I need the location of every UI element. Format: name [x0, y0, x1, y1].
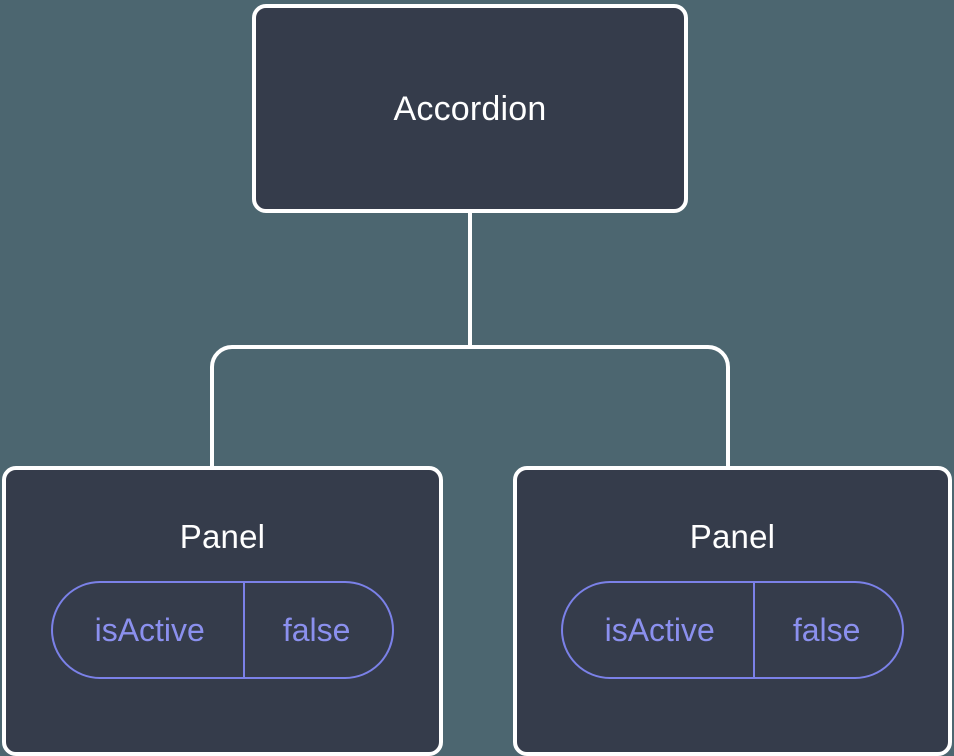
component-tree-diagram: Accordion Panel isActive false Panel isA…	[2, 4, 952, 756]
node-panel-2[interactable]: Panel isActive false	[513, 466, 952, 756]
node-panel-1-label: Panel	[179, 518, 266, 555]
node-accordion[interactable]: Accordion	[252, 4, 688, 213]
node-panel-2-props: isActive false	[517, 581, 948, 679]
node-accordion-label: Accordion	[393, 89, 547, 128]
prop-badge-value: false	[752, 583, 903, 677]
prop-badge-key: isActive	[604, 612, 715, 648]
node-panel-1[interactable]: Panel isActive false	[2, 466, 443, 756]
node-panel-1-props: isActive false	[6, 581, 439, 679]
edge-branch-right	[470, 345, 730, 470]
node-panel-2-label: Panel	[689, 518, 776, 555]
prop-badge-isactive[interactable]: isActive false	[50, 581, 395, 679]
prop-badge-isactive[interactable]: isActive false	[560, 581, 905, 679]
prop-badge-value: false	[242, 583, 393, 677]
prop-badge-key: isActive	[94, 612, 205, 648]
edge-branch-left	[210, 345, 470, 470]
